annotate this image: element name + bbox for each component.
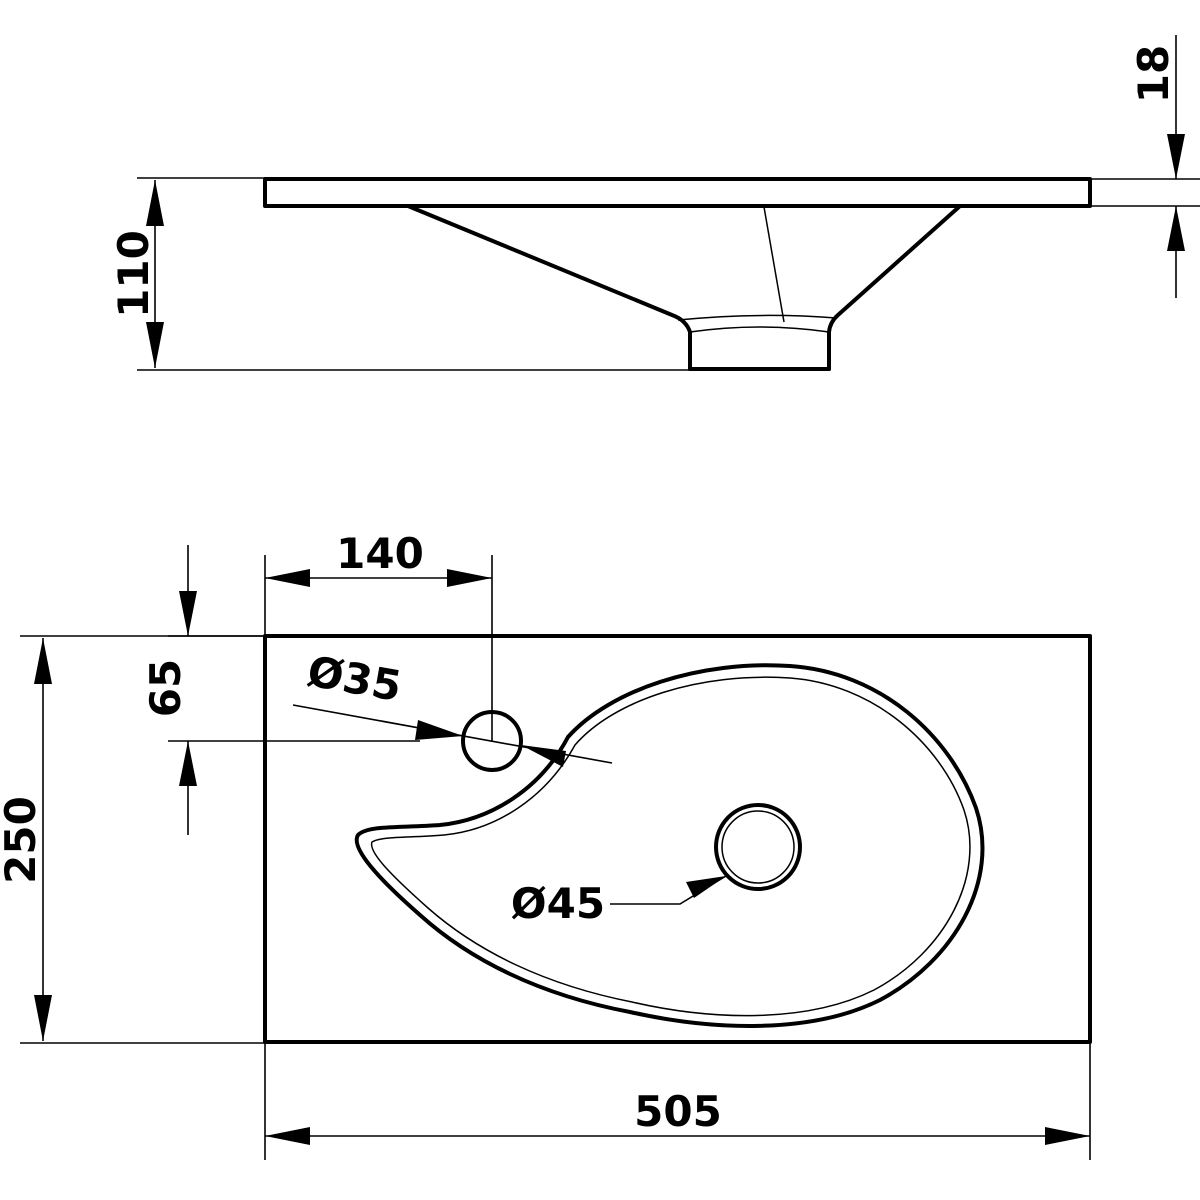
dimension-505: 505	[264, 1042, 1091, 1160]
dimension-140: 140	[264, 529, 493, 741]
dim-label-drain-diameter: Ø45	[511, 879, 605, 928]
top-view: 140 65 250 505	[0, 529, 1092, 1160]
side-slab	[263, 177, 1092, 208]
basin-outline-inner	[370, 676, 971, 1017]
leader-diameter-35: Ø35	[292, 646, 613, 767]
dim-label-250: 250	[0, 796, 45, 884]
basin-outline-outer	[354, 663, 985, 1028]
dim-label-tap-hole-diameter: Ø35	[304, 646, 405, 711]
side-basin-left	[406, 204, 692, 371]
leader-diameter-45: Ø45	[511, 875, 727, 928]
dim-label-110: 110	[109, 230, 158, 318]
side-drain-rim	[677, 314, 837, 321]
dim-label-505: 505	[634, 1087, 722, 1136]
dim-label-65: 65	[141, 659, 190, 717]
dimension-110: 110	[109, 177, 690, 371]
dimension-18: 18	[1090, 35, 1200, 298]
dimension-250: 250	[0, 635, 265, 1044]
drain-outer	[714, 803, 802, 891]
dim-label-18: 18	[1129, 45, 1178, 103]
drain-inner	[721, 810, 795, 884]
top-slab	[263, 634, 1092, 1044]
side-drain-top	[689, 326, 830, 333]
dim-label-140: 140	[336, 529, 424, 578]
side-basin-right	[827, 204, 962, 371]
side-seam-line	[763, 206, 785, 323]
side-view: 110 18	[109, 35, 1200, 371]
